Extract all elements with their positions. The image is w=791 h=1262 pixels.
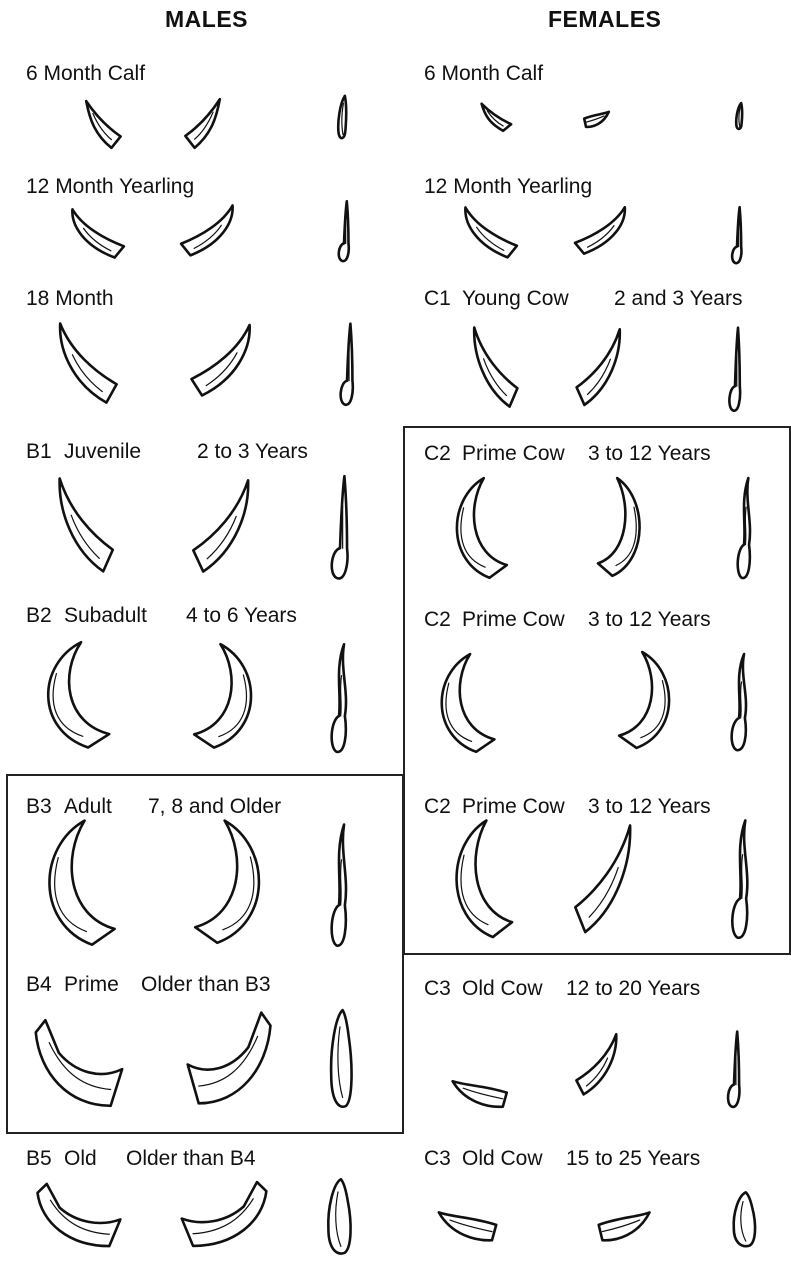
- horn-male-b3-left: [30, 818, 124, 950]
- horn-male-b5-side: [314, 1176, 362, 1256]
- horn-male-b5-left: [32, 1178, 124, 1252]
- horn-female-c2b-left: [426, 652, 502, 756]
- horn-male-b2-center: [186, 642, 268, 752]
- horn-female-c3b-side: [720, 1190, 766, 1248]
- horn-male-calf-center: [182, 96, 224, 150]
- horn-female-c1-center: [574, 324, 626, 412]
- horn-male-b4-center: [184, 1004, 276, 1112]
- horn-male-b2-left: [30, 640, 118, 752]
- horn-female-c1-left: [468, 322, 520, 414]
- horn-male-b1-left: [52, 472, 116, 580]
- horn-female-c3a-left: [450, 1068, 516, 1112]
- horn-female-yearling-left: [458, 204, 520, 262]
- horn-male-calf-side: [330, 94, 354, 140]
- horn-male-b3-center: [186, 818, 278, 948]
- horn-female-yearling-side: [724, 206, 750, 264]
- horn-male-b4-left: [30, 1012, 126, 1114]
- horn-male-b1-center: [190, 474, 256, 580]
- horn-male-18-center: [188, 320, 258, 402]
- horn-female-c3a-center: [574, 1030, 622, 1100]
- horn-male-yearling-side: [330, 200, 358, 262]
- horn-female-c1-side: [720, 326, 750, 412]
- horn-female-calf-left: [478, 102, 514, 132]
- horn-male-yearling-center: [178, 202, 240, 260]
- horn-female-c3b-left: [436, 1198, 506, 1246]
- males-header: MALES: [165, 6, 248, 33]
- horn-male-yearling-left: [65, 206, 127, 262]
- horn-male-b4-side: [318, 1006, 362, 1110]
- horn-male-b1-side: [318, 474, 362, 580]
- horn-male-18-side: [330, 322, 364, 406]
- horn-female-calf-center: [580, 104, 610, 130]
- horn-female-c2b-center: [612, 650, 684, 752]
- horn-female-c2c-left: [440, 818, 520, 942]
- horn-female-c2a-center: [592, 476, 652, 580]
- horn-female-c2a-left: [442, 476, 514, 582]
- horn-female-c2c-center: [572, 818, 638, 942]
- horn-female-calf-side: [730, 102, 748, 130]
- horn-female-c2c-side: [718, 818, 762, 940]
- horn-female-c2a-side: [726, 476, 762, 580]
- horn-male-b5-center: [178, 1176, 272, 1252]
- horn-female-yearling-center: [572, 204, 632, 258]
- horn-male-18-left: [52, 318, 120, 410]
- horn-male-calf-left: [82, 98, 124, 150]
- females-header: FEMALES: [548, 6, 661, 33]
- horn-male-b2-side: [318, 642, 360, 754]
- horn-female-c2b-side: [718, 652, 760, 752]
- horn-male-b3-side: [318, 822, 360, 948]
- horn-female-c3a-side: [718, 1030, 750, 1108]
- horn-female-c3b-center: [590, 1198, 652, 1246]
